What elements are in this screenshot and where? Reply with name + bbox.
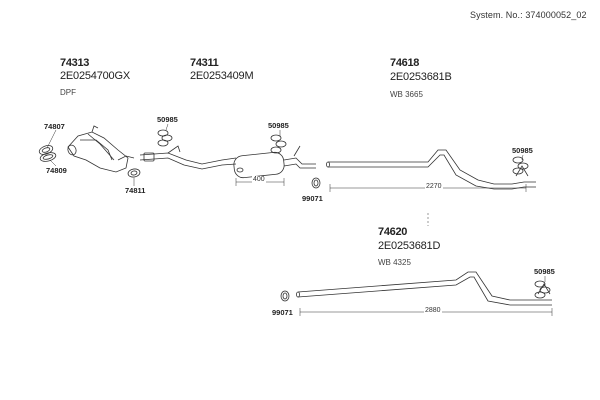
oem-number-74620: 2E0253681D <box>378 240 441 252</box>
ref-50985-d: 50985 <box>534 267 555 276</box>
rear-pipe-74620 <box>296 271 552 306</box>
dimension-400: 400 <box>252 176 266 183</box>
ref-50985-b: 50985 <box>268 121 289 130</box>
note-dpf: DPF <box>60 88 76 97</box>
ref-74809: 74809 <box>46 166 67 175</box>
mount-50985-c <box>512 156 529 175</box>
system-number: System. No.: 374000052_02 <box>470 10 587 20</box>
part-number-74311: 74311 <box>190 57 219 69</box>
part-number-74618: 74618 <box>390 57 420 69</box>
dimension-2270: 2270 <box>425 183 443 190</box>
oem-number-74311: 2E0253409M <box>190 70 254 82</box>
gasket-74807 <box>38 145 54 155</box>
ref-74811: 74811 <box>125 186 146 195</box>
clamp-74809 <box>39 152 57 162</box>
ref-99071-b: 99071 <box>272 308 293 317</box>
oem-number-74618: 2E0253681B <box>390 71 452 83</box>
note-wb-4325: WB 4325 <box>378 258 411 267</box>
mount-50985-d <box>534 280 551 299</box>
oem-number-74313: 2E0254700GX <box>60 70 130 82</box>
ref-99071-a: 99071 <box>302 194 323 203</box>
clamp-99071-b <box>280 290 290 302</box>
mount-50985-a <box>157 129 173 147</box>
clamp-74811 <box>127 168 141 178</box>
middle-silencer-74311 <box>139 145 316 179</box>
part-number-74313: 74313 <box>60 57 90 69</box>
ref-50985-c: 50985 <box>512 146 533 155</box>
clamp-99071-a <box>311 177 321 189</box>
ref-74807: 74807 <box>44 122 65 131</box>
ref-50985-a: 50985 <box>157 115 178 124</box>
part-number-74620: 74620 <box>378 226 408 238</box>
dpf-74313 <box>67 125 135 173</box>
dimension-2880: 2880 <box>424 307 442 314</box>
note-wb-3665: WB 3665 <box>390 90 423 99</box>
mount-50985-b <box>270 134 287 154</box>
